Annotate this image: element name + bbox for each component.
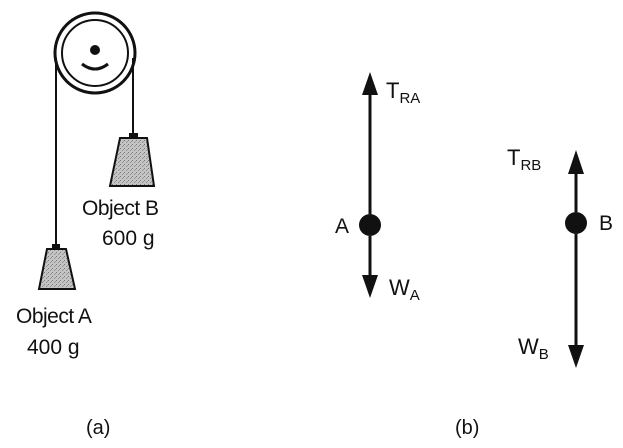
free-body-b [565,150,587,368]
weight-b-label: WB [518,334,549,363]
weight-b-symbol: W [518,334,539,359]
body-b-label: B [599,212,614,235]
object-b-mass [108,133,156,187]
pulley-rim [61,19,129,87]
tension-b-label: TRB [507,145,542,174]
weight-b-arrowhead [568,345,584,368]
object-a-label: Object A [16,305,92,328]
weight-b-subscript: B [538,346,549,363]
tension-b-symbol: T [507,145,521,170]
caption-a: (a) [86,417,111,439]
object-a-mass [37,244,77,290]
point-a [359,214,381,236]
pulley-axle [90,45,100,55]
pulley-wheel [53,11,137,95]
tension-a-symbol: T [386,78,400,103]
object-a-mass-value: 400 g [27,336,80,359]
free-body-a [359,72,381,298]
weight-a-subscript: A [409,287,420,304]
tension-a-arrowhead [362,72,378,95]
object-b-mass-value: 600 g [102,227,155,250]
body-a-label: A [335,215,350,238]
point-b [565,212,587,234]
weight-a-symbol: W [389,275,410,300]
tension-a-label: TRA [386,78,421,107]
caption-b: (b) [455,417,480,439]
weight-a-label: WA [389,275,420,304]
tension-a-subscript: RA [399,90,421,107]
pulley-system [37,11,156,290]
tension-b-subscript: RB [520,157,542,174]
object-b-label: Object B [82,197,159,220]
weight-a-arrowhead [362,275,378,298]
pulley-smile-mark [81,62,109,71]
tension-b-arrowhead [568,150,584,174]
